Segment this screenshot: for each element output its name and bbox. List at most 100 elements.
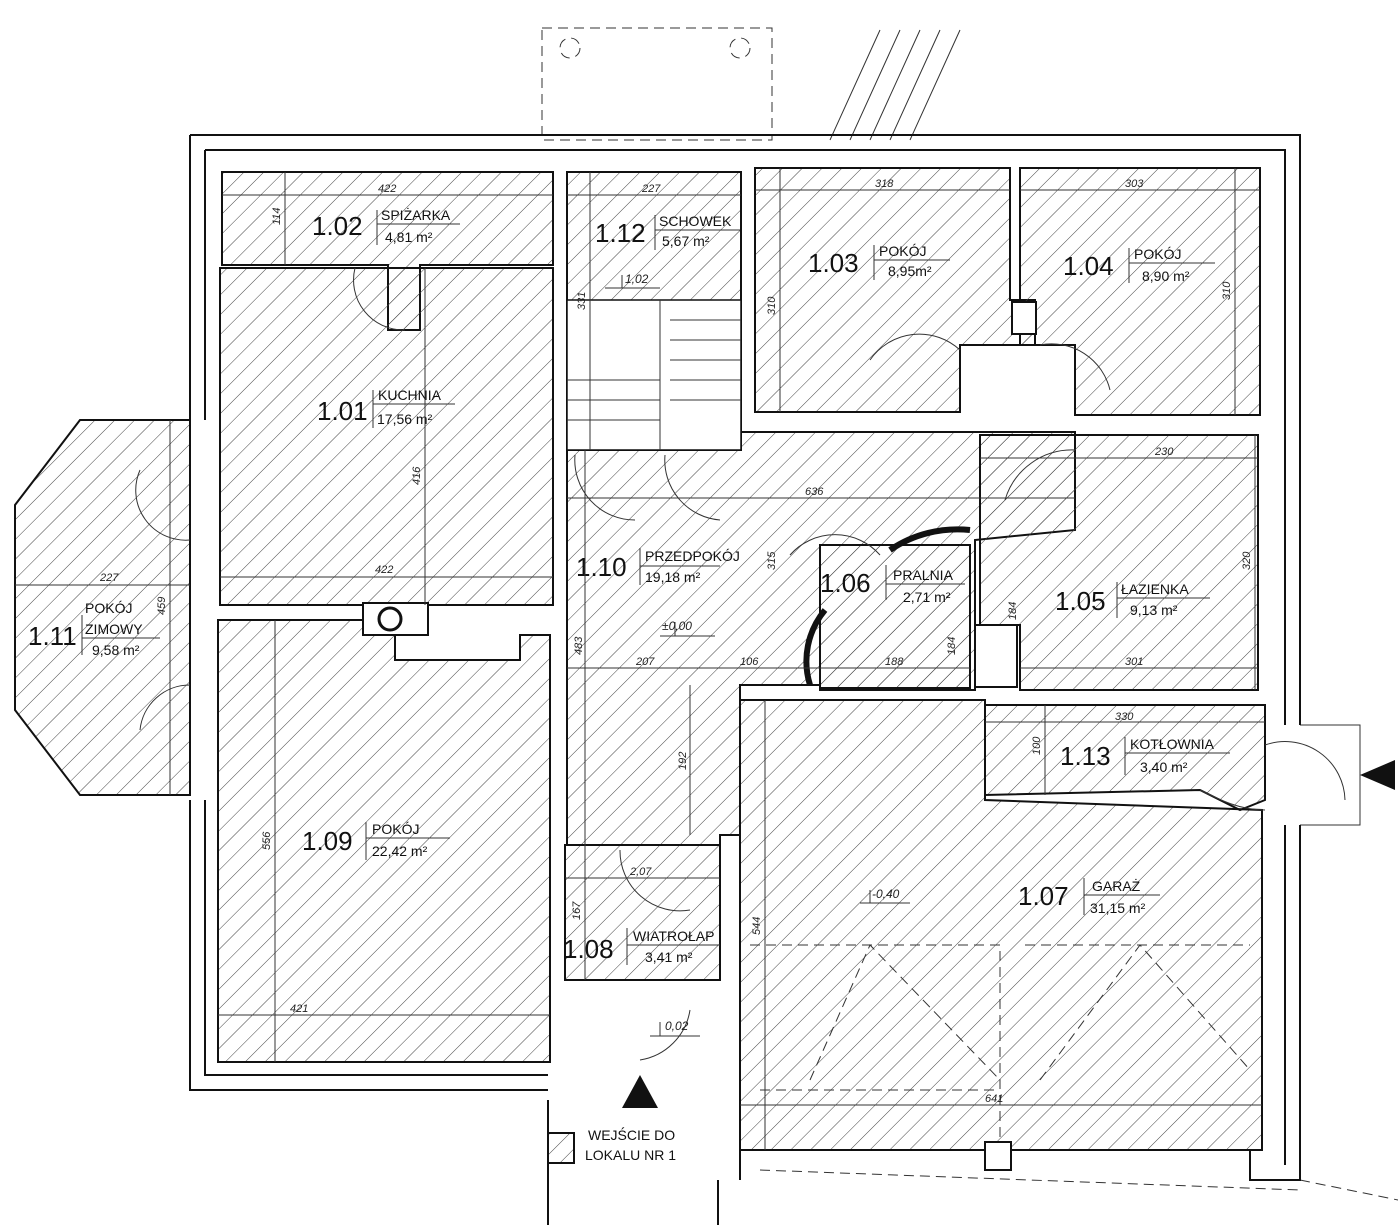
label-1-03: 1.03 POKÓJ 8,95m² (808, 243, 950, 280)
level-garage: -0,40 (872, 887, 900, 901)
dimension-label: 227 (641, 183, 661, 195)
label-1-06: 1.06 PRALNIA 2,71 m² (820, 565, 965, 605)
room-area: 17,56 m² (377, 411, 433, 427)
room-number: 1.12 (595, 218, 646, 248)
room-name: SCHOWEK (659, 213, 732, 229)
dimension-label: 230 (1154, 446, 1174, 458)
label-1-08: 1.08 WIATROŁAP 3,41 m² (563, 928, 720, 965)
room-number: 1.05 (1055, 586, 1106, 616)
room-1-06-pralnia[interactable] (819, 544, 971, 689)
garage-door-lines (750, 944, 1251, 1140)
dimension-label: 641 (985, 1093, 1003, 1105)
room-area: 31,15 m² (1090, 900, 1146, 916)
room-number: 1.03 (808, 248, 859, 278)
dimension-label: 421 (290, 1003, 308, 1015)
dimension-label: WEJŚCIE DO (588, 1126, 675, 1143)
dimension-label: 422 (378, 183, 396, 195)
dimension-label: 167 (571, 901, 583, 920)
room-number: 1.08 (563, 934, 614, 964)
label-1-09: 1.09 POKÓJ 22,42 m² (302, 821, 450, 860)
dimension-label: 422 (375, 564, 393, 576)
dimension-label: 483 (573, 636, 585, 655)
room-name: POKÓJ (1134, 246, 1181, 262)
dimension-label: 459 (156, 597, 168, 615)
room-number: 1.02 (312, 211, 363, 241)
dimension-label: 556 (261, 831, 273, 850)
entrance-pillar (547, 1132, 575, 1164)
boiler-entrance-arrow-icon (1360, 760, 1395, 790)
room-number: 1.13 (1060, 741, 1111, 771)
chimney-garage (984, 1141, 1012, 1171)
dimension-label: 303 (1125, 178, 1144, 190)
chimney-bedroom (1011, 301, 1037, 335)
room-name: SPIŻARKA (381, 206, 451, 223)
room-name: POKÓJ (85, 600, 132, 616)
room-number: 1.04 (1063, 251, 1114, 281)
room-number: 1.09 (302, 826, 353, 856)
room-number: 1.01 (317, 396, 368, 426)
chimney-bathroom (974, 624, 1018, 688)
room-name: PRALNIA (893, 567, 954, 583)
room-area: 4,81 m² (385, 229, 433, 245)
room-number: 1.10 (576, 552, 627, 582)
room-name: ŁAZIENKA (1121, 581, 1189, 597)
dimension-label: 310 (766, 296, 778, 315)
dimension-label: 106 (740, 656, 759, 668)
label-1-11: 1.11 POKÓJ ZIMOWY 9,58 m² (28, 600, 160, 658)
dimension-label: 330 (1115, 711, 1134, 723)
room-area: 2,71 m² (903, 589, 951, 605)
room-number: 1.11 (28, 621, 77, 651)
room-1-11-pokoj-zimowy[interactable] (14, 419, 191, 796)
label-1-02: 1.02 SPIŻARKA 4,81 m² (312, 206, 460, 245)
room-area: 9,13 m² (1130, 602, 1178, 618)
room-area: 3,41 m² (645, 949, 693, 965)
room-1-03-pokoj[interactable] (754, 167, 1036, 413)
dimension-labels: 422 114 227 331 318 310 303 310 416 422 … (99, 178, 1253, 1105)
dimension-label: 301 (1125, 656, 1143, 668)
dimension-label: 114 (271, 207, 283, 225)
room-name: KUCHNIA (378, 387, 442, 403)
entrance-arrow-icon (622, 1075, 658, 1108)
dimension-label: 184 (1007, 602, 1019, 620)
staircase (566, 299, 742, 451)
chimney-flue-icon (377, 606, 403, 632)
level-marks: 1,02 ±0,00 -0,40 0,02 (605, 272, 910, 1037)
dimension-label: 318 (875, 178, 894, 190)
dimension-label: 227 (99, 572, 119, 584)
label-1-01: 1.01 KUCHNIA 17,56 m² (317, 387, 455, 428)
level-hall: ±0,00 (662, 619, 692, 633)
door-swings (135, 267, 1346, 1061)
room-area: 19,18 m² (645, 569, 701, 585)
level-stair: 1,02 (625, 272, 649, 286)
dimension-label: 636 (805, 486, 824, 498)
room-number: 1.07 (1018, 881, 1069, 911)
room-1-04-pokoj[interactable] (1019, 167, 1261, 416)
room-name-line2: ZIMOWY (85, 621, 143, 637)
room-area: 8,95m² (888, 263, 932, 279)
room-area: 22,42 m² (372, 843, 428, 859)
dimension-label: 544 (751, 917, 763, 935)
dimension-label: 331 (576, 292, 588, 310)
room-1-08-wiatrolap[interactable] (564, 844, 721, 981)
dimension-label: 310 (1221, 281, 1233, 300)
room-area: 9,58 m² (92, 642, 140, 658)
dimension-label: 184 (946, 637, 958, 655)
room-name: GARAŻ (1092, 877, 1141, 894)
dimension-label: 188 (885, 656, 904, 668)
dimension-label: LOKALU NR 1 (585, 1147, 676, 1163)
room-name: KOTŁOWNIA (1130, 736, 1215, 752)
room-area: 5,67 m² (662, 233, 710, 249)
level-entry: 0,02 (665, 1019, 689, 1033)
dimension-label: 416 (411, 466, 423, 485)
dimension-label: 315 (766, 551, 778, 570)
dimension-label: 207 (635, 656, 655, 668)
dimension-label: 192 (677, 752, 689, 770)
room-1-01-kuchnia[interactable] (219, 267, 554, 606)
label-1-13: 1.13 KOTŁOWNIA 3,40 m² (1060, 736, 1230, 775)
room-name: WIATROŁAP (633, 928, 714, 944)
label-1-05: 1.05 ŁAZIENKA 9,13 m² (1055, 581, 1210, 618)
label-1-12: 1.12 SCHOWEK 5,67 m² (595, 213, 740, 250)
label-1-10: 1.10 PRZEDPOKÓJ 19,18 m² (576, 548, 740, 585)
room-1-05-lazienka[interactable] (979, 434, 1259, 691)
